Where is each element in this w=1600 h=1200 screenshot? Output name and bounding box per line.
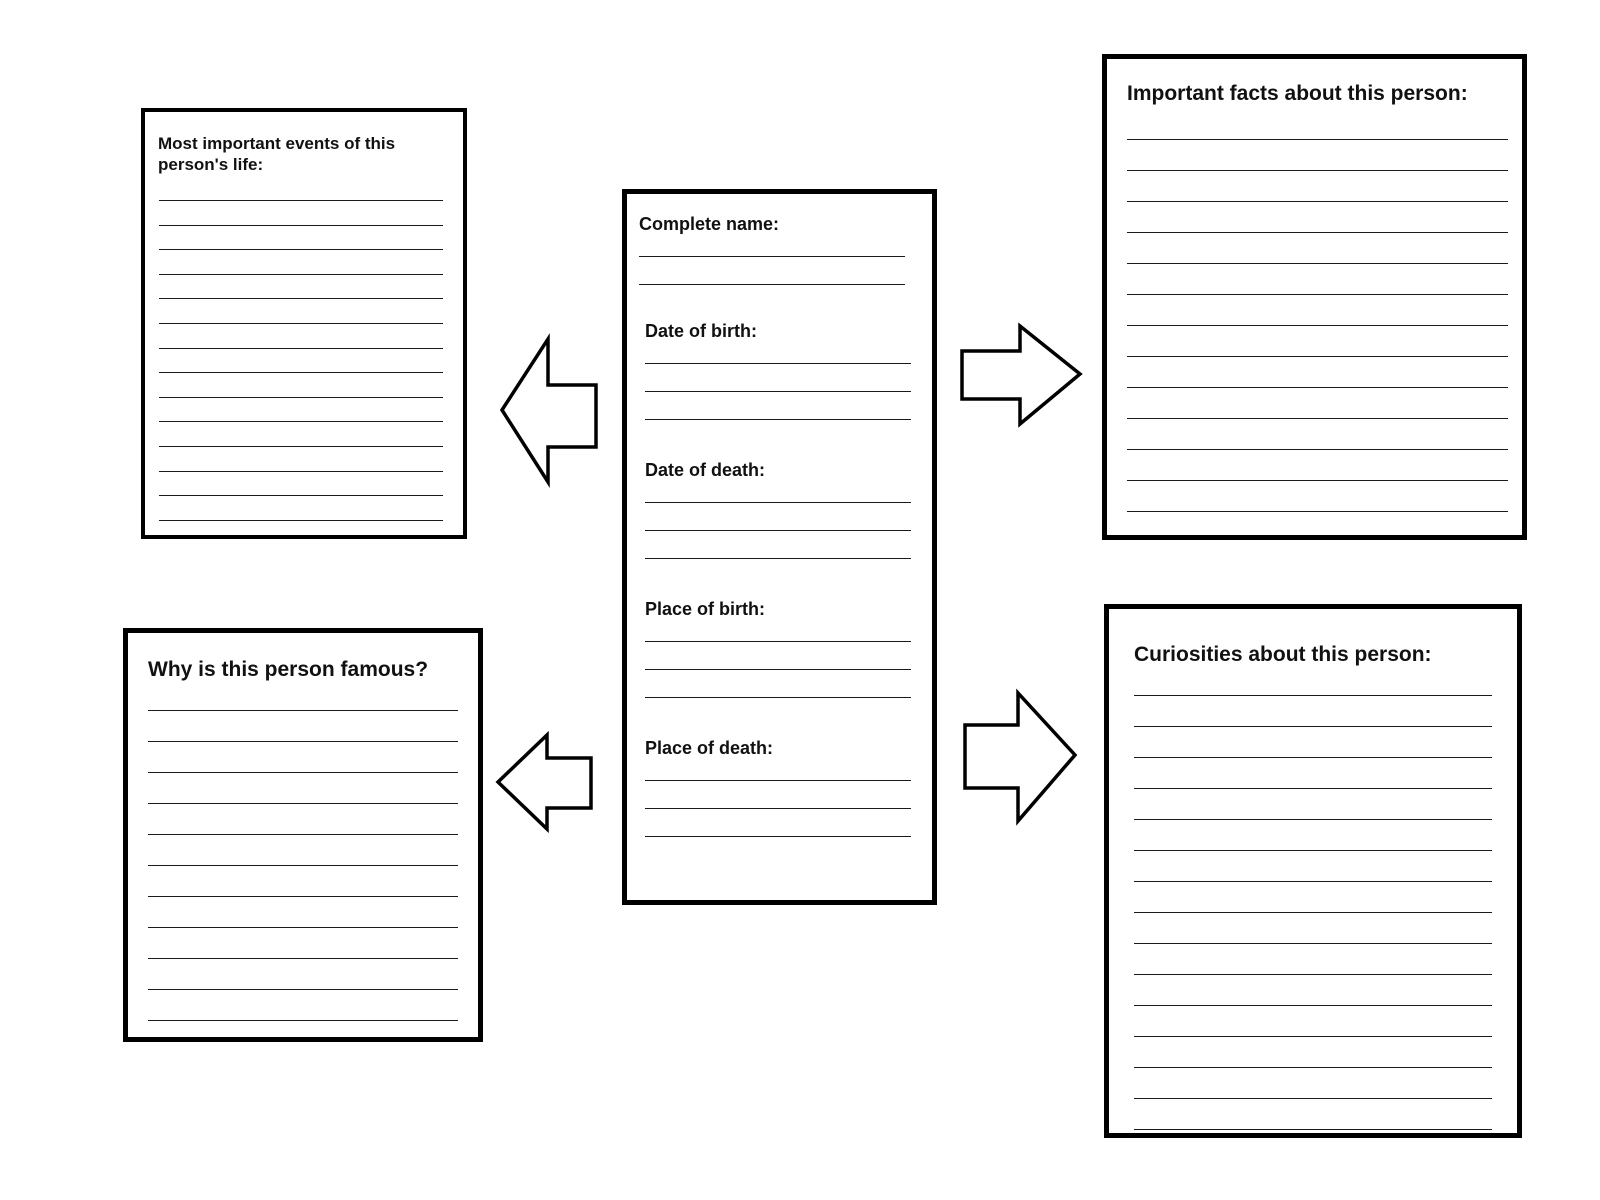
writing-line[interactable] bbox=[159, 372, 443, 374]
center-box: Complete name: Date of birth: Date of de… bbox=[622, 189, 937, 905]
writing-line[interactable] bbox=[645, 419, 911, 420]
writing-line[interactable] bbox=[148, 958, 458, 959]
complete-name-lines[interactable] bbox=[639, 256, 905, 286]
date-of-birth-lines[interactable] bbox=[645, 363, 911, 421]
writing-line[interactable] bbox=[645, 669, 911, 670]
writing-line[interactable] bbox=[159, 323, 443, 324]
facts-title: Important facts about this person: bbox=[1127, 82, 1468, 105]
writing-line[interactable] bbox=[1127, 170, 1508, 171]
writing-line[interactable] bbox=[1127, 511, 1508, 512]
events-title: Most important events of this person's l… bbox=[158, 134, 396, 174]
writing-line[interactable] bbox=[159, 495, 443, 497]
famous-box: Why is this person famous? bbox=[123, 628, 483, 1042]
writing-line[interactable] bbox=[159, 347, 443, 349]
writing-line[interactable] bbox=[1134, 1129, 1492, 1130]
writing-line[interactable] bbox=[1127, 139, 1508, 140]
date-of-birth-label: Date of birth: bbox=[645, 321, 757, 341]
writing-line[interactable] bbox=[639, 284, 905, 285]
writing-line[interactable] bbox=[159, 200, 443, 201]
writing-line[interactable] bbox=[148, 741, 458, 742]
arrow-right-bottom-icon bbox=[963, 688, 1078, 826]
arrow-left-top-icon bbox=[499, 333, 598, 488]
writing-line[interactable] bbox=[148, 772, 458, 773]
writing-line[interactable] bbox=[148, 710, 458, 711]
writing-line[interactable] bbox=[159, 421, 443, 423]
writing-line[interactable] bbox=[1134, 819, 1492, 820]
date-of-death-label: Date of death: bbox=[645, 460, 766, 480]
writing-line[interactable] bbox=[645, 780, 911, 781]
writing-line[interactable] bbox=[645, 530, 911, 531]
writing-line[interactable] bbox=[159, 396, 443, 398]
writing-line[interactable] bbox=[148, 927, 458, 928]
writing-line[interactable] bbox=[1127, 325, 1508, 326]
writing-line[interactable] bbox=[1127, 263, 1508, 264]
writing-line[interactable] bbox=[645, 836, 911, 837]
facts-lines[interactable] bbox=[1127, 139, 1508, 513]
writing-line[interactable] bbox=[1134, 1005, 1492, 1006]
events-box: Most important events of this person's l… bbox=[141, 108, 467, 539]
writing-line[interactable] bbox=[148, 1020, 458, 1021]
writing-line[interactable] bbox=[1134, 1098, 1492, 1099]
writing-line[interactable] bbox=[645, 697, 911, 698]
writing-line[interactable] bbox=[159, 273, 443, 275]
writing-line[interactable] bbox=[159, 470, 443, 472]
famous-title: Why is this person famous? bbox=[148, 658, 429, 681]
writing-line[interactable] bbox=[1134, 974, 1492, 975]
writing-line[interactable] bbox=[1134, 912, 1492, 913]
writing-line[interactable] bbox=[159, 519, 443, 521]
place-of-birth-label: Place of birth: bbox=[645, 599, 766, 619]
date-of-death-lines[interactable] bbox=[645, 502, 911, 560]
writing-line[interactable] bbox=[1134, 881, 1492, 882]
famous-lines[interactable] bbox=[148, 710, 458, 1022]
writing-line[interactable] bbox=[645, 641, 911, 642]
arrow-left-bottom-icon bbox=[495, 730, 593, 834]
curiosities-box: Curiosities about this person: bbox=[1104, 604, 1522, 1138]
writing-line[interactable] bbox=[645, 363, 911, 364]
writing-line[interactable] bbox=[1127, 387, 1508, 388]
writing-line[interactable] bbox=[1134, 850, 1492, 851]
writing-line[interactable] bbox=[148, 834, 458, 835]
writing-line[interactable] bbox=[1134, 788, 1492, 789]
writing-line[interactable] bbox=[645, 808, 911, 809]
writing-line[interactable] bbox=[159, 224, 443, 226]
writing-line[interactable] bbox=[1127, 356, 1508, 357]
arrow-right-top-icon bbox=[960, 322, 1083, 428]
writing-line[interactable] bbox=[1134, 1036, 1492, 1037]
writing-line[interactable] bbox=[645, 391, 911, 392]
curiosities-title: Curiosities about this person: bbox=[1134, 643, 1432, 666]
writing-line[interactable] bbox=[1127, 449, 1508, 450]
writing-line[interactable] bbox=[148, 803, 458, 804]
writing-line[interactable] bbox=[148, 865, 458, 866]
writing-line[interactable] bbox=[1127, 201, 1508, 202]
writing-line[interactable] bbox=[159, 446, 443, 447]
writing-line[interactable] bbox=[148, 989, 458, 990]
writing-line[interactable] bbox=[1127, 294, 1508, 295]
place-of-death-lines[interactable] bbox=[645, 780, 911, 838]
writing-line[interactable] bbox=[645, 558, 911, 559]
writing-line[interactable] bbox=[159, 249, 443, 251]
writing-line[interactable] bbox=[1134, 757, 1492, 758]
writing-line[interactable] bbox=[1127, 480, 1508, 481]
place-of-death-label: Place of death: bbox=[645, 738, 774, 758]
writing-line[interactable] bbox=[1127, 232, 1508, 233]
curiosities-lines[interactable] bbox=[1134, 695, 1492, 1131]
writing-line[interactable] bbox=[645, 502, 911, 503]
writing-line[interactable] bbox=[1134, 726, 1492, 727]
complete-name-label: Complete name: bbox=[639, 214, 780, 234]
writing-line[interactable] bbox=[1127, 418, 1508, 419]
writing-line[interactable] bbox=[639, 256, 905, 257]
writing-line[interactable] bbox=[148, 896, 458, 897]
writing-line[interactable] bbox=[1134, 1067, 1492, 1068]
writing-line[interactable] bbox=[1134, 943, 1492, 944]
facts-box: Important facts about this person: bbox=[1102, 54, 1527, 540]
place-of-birth-lines[interactable] bbox=[645, 641, 911, 699]
writing-line[interactable] bbox=[1134, 695, 1492, 696]
events-lines[interactable] bbox=[159, 200, 443, 522]
writing-line[interactable] bbox=[159, 298, 443, 300]
